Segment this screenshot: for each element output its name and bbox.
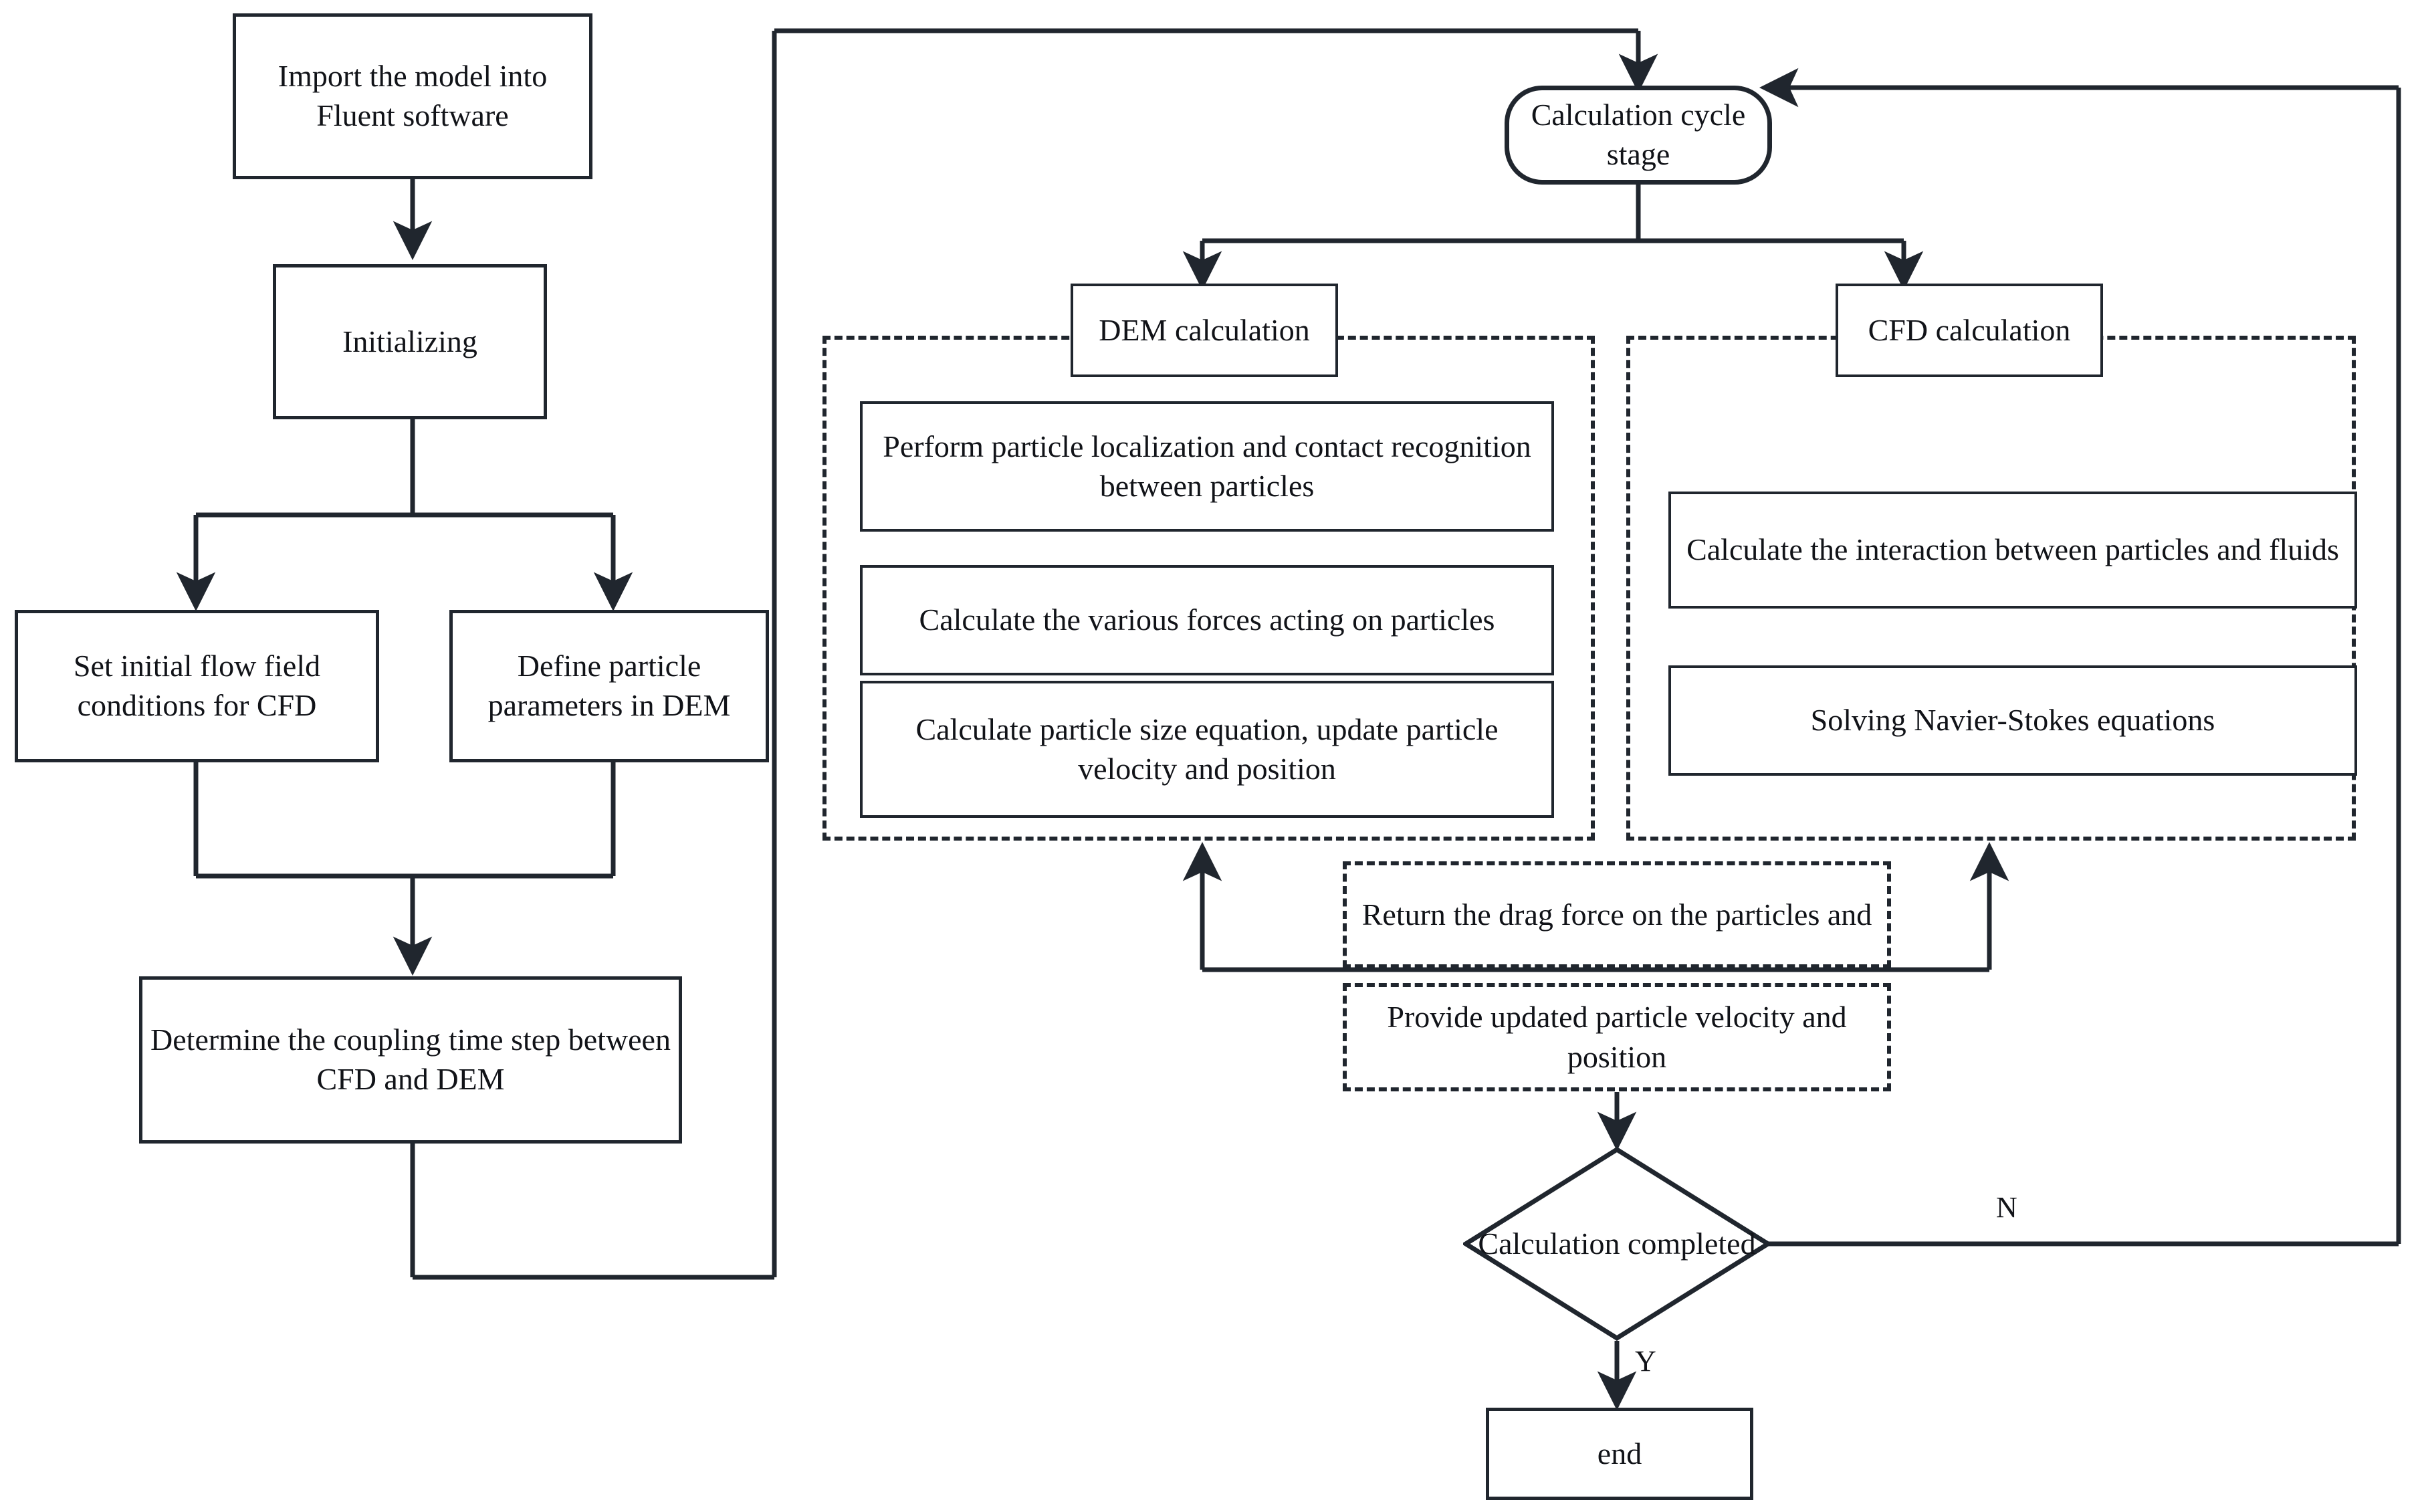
node-provide-updated-particle-label: Provide updated particle velocity and po… (1387, 1000, 1847, 1074)
node-cfd-step-1-label: Calculate the interaction between partic… (1686, 532, 2339, 567)
node-return-drag-force[interactable]: Return the drag force on the particles a… (1343, 861, 1891, 968)
node-calculation-cycle-stage[interactable]: Calculation cycle stage (1505, 86, 1772, 185)
node-determine-coupling-label: Determine the coupling time step between… (150, 1022, 671, 1096)
node-dem-step-3[interactable]: Calculate particle size equation, update… (860, 681, 1554, 818)
node-dem-step-2[interactable]: Calculate the various forces acting on p… (860, 565, 1554, 675)
node-cfd-calculation-label: CFD calculation (1868, 312, 2071, 347)
node-provide-updated-particle[interactable]: Provide updated particle velocity and po… (1343, 983, 1891, 1091)
node-return-drag-force-label: Return the drag force on the particles a… (1361, 897, 1872, 932)
node-determine-coupling[interactable]: Determine the coupling time step between… (139, 976, 682, 1144)
node-end[interactable]: end (1486, 1408, 1753, 1500)
node-cfd-step-1[interactable]: Calculate the interaction between partic… (1668, 492, 2357, 609)
node-set-initial-flow-label: Set initial flow field conditions for CF… (73, 649, 321, 722)
node-initializing-label: Initializing (342, 324, 477, 358)
node-dem-calculation-label: DEM calculation (1099, 312, 1310, 347)
node-decision-label: Calculation completed (1478, 1226, 1756, 1261)
node-dem-calculation[interactable]: DEM calculation (1071, 284, 1338, 377)
diamond-shape (1461, 1146, 1773, 1341)
node-dem-step-1-label: Perform particle localization and contac… (883, 429, 1531, 503)
node-dem-step-3-label: Calculate particle size equation, update… (915, 712, 1499, 786)
node-end-label: end (1597, 1436, 1642, 1471)
node-initializing[interactable]: Initializing (273, 264, 547, 419)
node-decision-calculation-completed[interactable]: Calculation completed (1461, 1146, 1773, 1341)
node-cfd-step-2[interactable]: Solving Navier-Stokes equations (1668, 665, 2357, 776)
node-dem-step-1[interactable]: Perform particle localization and contac… (860, 401, 1554, 532)
node-define-particle[interactable]: Define particle parameters in DEM (449, 610, 769, 762)
node-calculation-cycle-stage-label: Calculation cycle stage (1531, 98, 1746, 171)
node-import-model-label: Import the model into Fluent software (278, 59, 548, 132)
edge-label-yes: Y (1635, 1345, 1656, 1378)
node-define-particle-label: Define particle parameters in DEM (487, 649, 731, 722)
edge-label-no: N (1996, 1191, 2017, 1224)
node-set-initial-flow[interactable]: Set initial flow field conditions for CF… (15, 610, 379, 762)
node-import-model[interactable]: Import the model into Fluent software (233, 13, 592, 179)
node-cfd-calculation[interactable]: CFD calculation (1836, 284, 2103, 377)
node-dem-step-2-label: Calculate the various forces acting on p… (919, 603, 1495, 637)
node-cfd-step-2-label: Solving Navier-Stokes equations (1810, 703, 2215, 738)
